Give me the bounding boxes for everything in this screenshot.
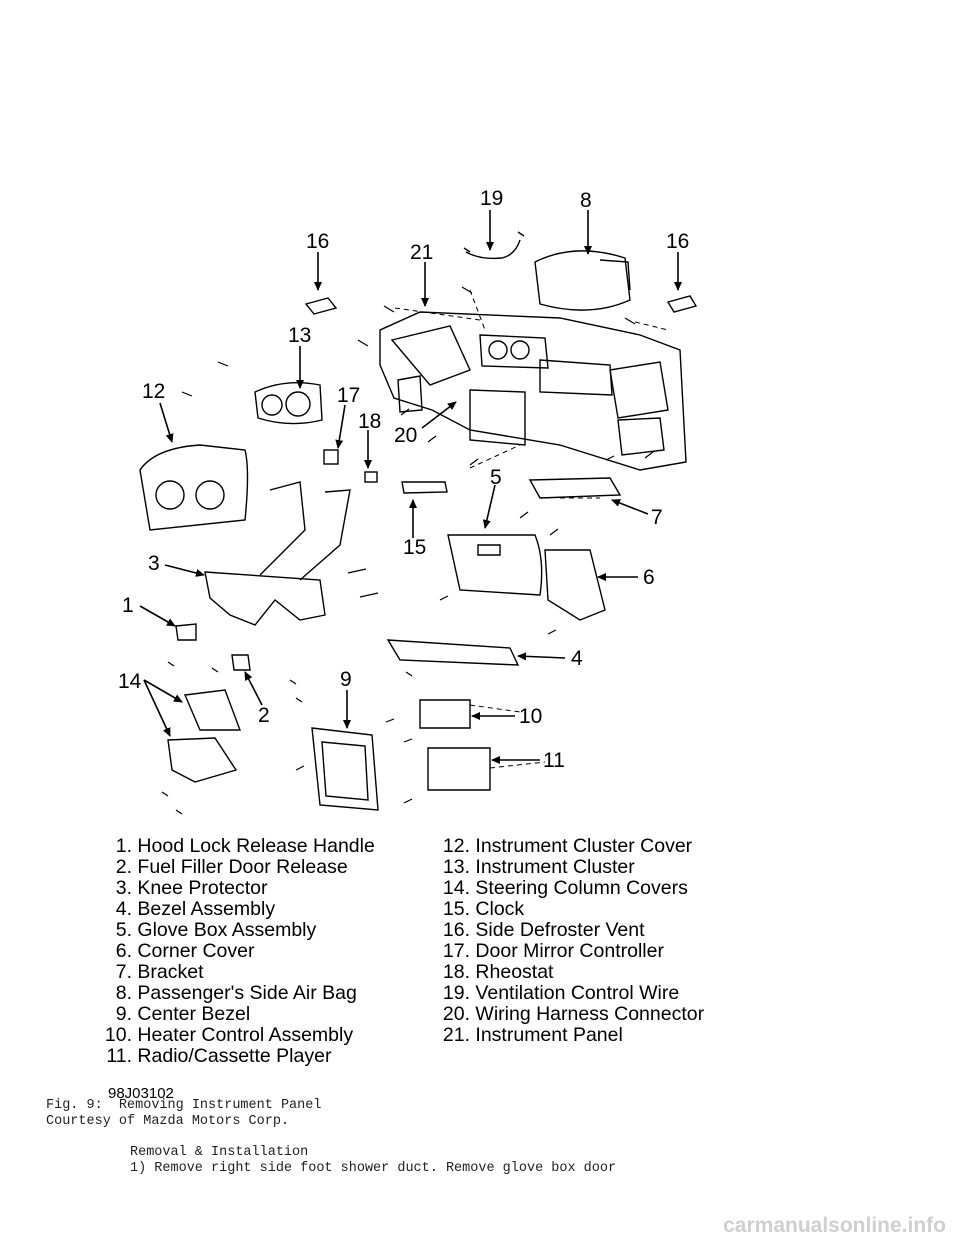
callout-10: 10 bbox=[519, 705, 542, 728]
step-text: 1) Remove right side foot shower duct. R… bbox=[130, 1161, 617, 1176]
callout-4: 4 bbox=[571, 647, 583, 670]
callout-13: 13 bbox=[288, 324, 311, 347]
legend-left: 1. Hood Lock Release Handle 2. Fuel Fill… bbox=[98, 836, 428, 1067]
legend-item: 11. Radio/Cassette Player bbox=[106, 1045, 332, 1067]
legend-item: 9. Center Bezel bbox=[115, 1003, 251, 1025]
legend-item: 17. Door Mirror Controller bbox=[442, 940, 664, 962]
legend-right: 12. Instrument Cluster Cover 13. Instrum… bbox=[434, 836, 764, 1046]
callout-3: 3 bbox=[148, 552, 160, 575]
callout-16-right: 16 bbox=[666, 230, 689, 253]
callout-12: 12 bbox=[142, 380, 165, 403]
knee-protector bbox=[204, 571, 326, 626]
legend-item: 4. Bezel Assembly bbox=[115, 898, 276, 920]
callout-18: 18 bbox=[358, 410, 381, 433]
exploded-diagram: 1 2 3 4 5 6 7 8 9 10 11 12 13 14 15 16 1… bbox=[118, 187, 698, 815]
legend-item: 5. Glove Box Assembly bbox=[115, 919, 317, 941]
legend-item: 18. Rheostat bbox=[442, 961, 554, 983]
legend-item: 20. Wiring Harness Connector bbox=[442, 1003, 705, 1025]
instrument-cluster bbox=[254, 381, 323, 425]
instrument-cluster-cover bbox=[139, 444, 249, 531]
heater-control bbox=[419, 699, 471, 729]
callout-15: 15 bbox=[403, 536, 426, 559]
watermark: carmanualsonline.info bbox=[723, 1214, 946, 1237]
legend-item: 16. Side Defroster Vent bbox=[442, 919, 645, 941]
legend-item: 19. Ventilation Control Wire bbox=[442, 982, 680, 1004]
corner-cover bbox=[544, 549, 606, 621]
callout-14: 14 bbox=[118, 670, 142, 693]
callout-2: 2 bbox=[258, 704, 270, 727]
bezel-assembly bbox=[386, 639, 520, 666]
legend-item: 3. Knee Protector bbox=[115, 877, 268, 899]
callout-9: 9 bbox=[340, 668, 352, 691]
callout-17: 17 bbox=[337, 384, 360, 407]
legend-item: 15. Clock bbox=[442, 898, 525, 920]
air-bag bbox=[534, 250, 631, 311]
legend-item: 2. Fuel Filler Door Release bbox=[115, 856, 348, 878]
steering-column-covers bbox=[183, 689, 242, 731]
callout-7: 7 bbox=[651, 506, 663, 529]
legend-item: 12. Instrument Cluster Cover bbox=[442, 835, 693, 857]
section-heading: Removal & Installation bbox=[130, 1145, 309, 1160]
legend-item: 14. Steering Column Covers bbox=[442, 877, 688, 899]
callout-21: 21 bbox=[410, 241, 433, 264]
callout-8: 8 bbox=[580, 189, 592, 212]
legend-item: 10. Heater Control Assembly bbox=[104, 1024, 354, 1046]
figure-code: 98J03102 bbox=[108, 1085, 174, 1102]
figure-credit: Courtesy of Mazda Motors Corp. bbox=[46, 1114, 290, 1129]
legend-item: 8. Passenger's Side Air Bag bbox=[115, 982, 357, 1004]
glove-box bbox=[447, 534, 543, 596]
legend-item: 7. Bracket bbox=[115, 961, 204, 983]
callout-1: 1 bbox=[122, 594, 134, 617]
callout-16-left: 16 bbox=[306, 230, 329, 253]
callout-11: 11 bbox=[543, 749, 565, 772]
bracket bbox=[528, 477, 622, 499]
legend-item: 1. Hood Lock Release Handle bbox=[115, 835, 375, 857]
callout-6: 6 bbox=[643, 566, 655, 589]
callout-5: 5 bbox=[490, 466, 502, 489]
legend-item: 13. Instrument Cluster bbox=[442, 856, 635, 878]
instrument-panel bbox=[379, 311, 687, 471]
radio bbox=[427, 747, 491, 791]
center-bezel bbox=[311, 727, 379, 811]
figure-caption: Fig. 9: Removing Instrument Panel bbox=[46, 1098, 322, 1113]
callout-19: 19 bbox=[480, 187, 503, 210]
legend-item: 6. Corner Cover bbox=[115, 940, 255, 962]
legend-item: 21. Instrument Panel bbox=[442, 1024, 623, 1046]
callout-20: 20 bbox=[394, 424, 417, 447]
